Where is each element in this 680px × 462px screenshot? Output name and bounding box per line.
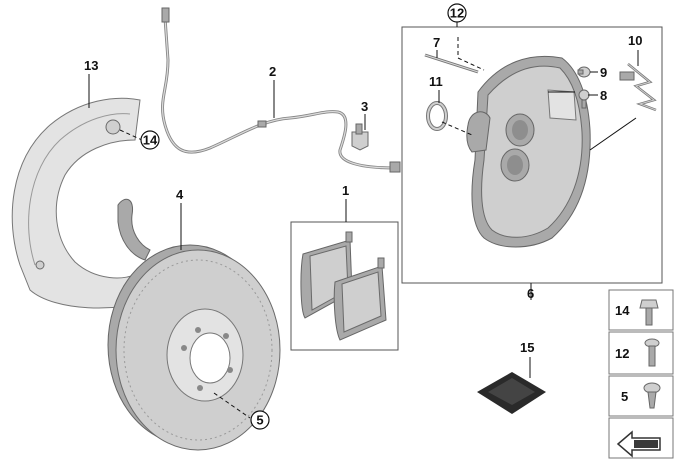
brake-caliper	[466, 55, 591, 248]
wear-sensor-wire	[161, 7, 401, 173]
callout-6: 6	[527, 286, 534, 301]
grease-packet	[477, 372, 546, 414]
brake-disc	[107, 244, 281, 451]
callout-7: 7	[433, 35, 440, 50]
screw-9	[577, 66, 591, 78]
callout-12-circle	[447, 3, 467, 23]
callout-10: 10	[628, 33, 642, 48]
callout-5: 5	[256, 413, 263, 428]
brake-pads	[300, 231, 387, 341]
callout-12: 12	[450, 6, 464, 21]
callout-14: 14	[143, 133, 158, 148]
callout-14-circle	[140, 130, 160, 150]
screw-8	[578, 89, 590, 109]
legend-label-5: 5	[621, 389, 628, 404]
legend-label-12: 12	[615, 346, 629, 361]
callouts: 13 2 3 4 1 6 7 11 9 8 10 15 12 14 5 14 1…	[84, 3, 642, 430]
callout-13: 13	[84, 58, 98, 73]
legend-label-14: 14	[615, 303, 630, 318]
seal-ring	[426, 101, 448, 131]
callout-1: 1	[342, 183, 349, 198]
caliper-box	[401, 26, 663, 284]
sensor-clip	[351, 123, 369, 151]
callout-11: 11	[429, 74, 443, 89]
callout-4: 4	[176, 187, 184, 202]
brake-pads-box	[290, 221, 399, 351]
dust-shield	[11, 97, 156, 309]
callout-2: 2	[269, 64, 276, 79]
callout-3: 3	[361, 99, 368, 114]
callout-5-circle	[250, 410, 270, 430]
fastener-legend	[608, 289, 674, 459]
spring-clip	[619, 63, 657, 112]
bleed-pin	[424, 53, 479, 74]
leader-lines	[88, 22, 639, 419]
callout-9: 9	[600, 65, 607, 80]
callout-8: 8	[600, 88, 607, 103]
callout-15: 15	[520, 340, 534, 355]
